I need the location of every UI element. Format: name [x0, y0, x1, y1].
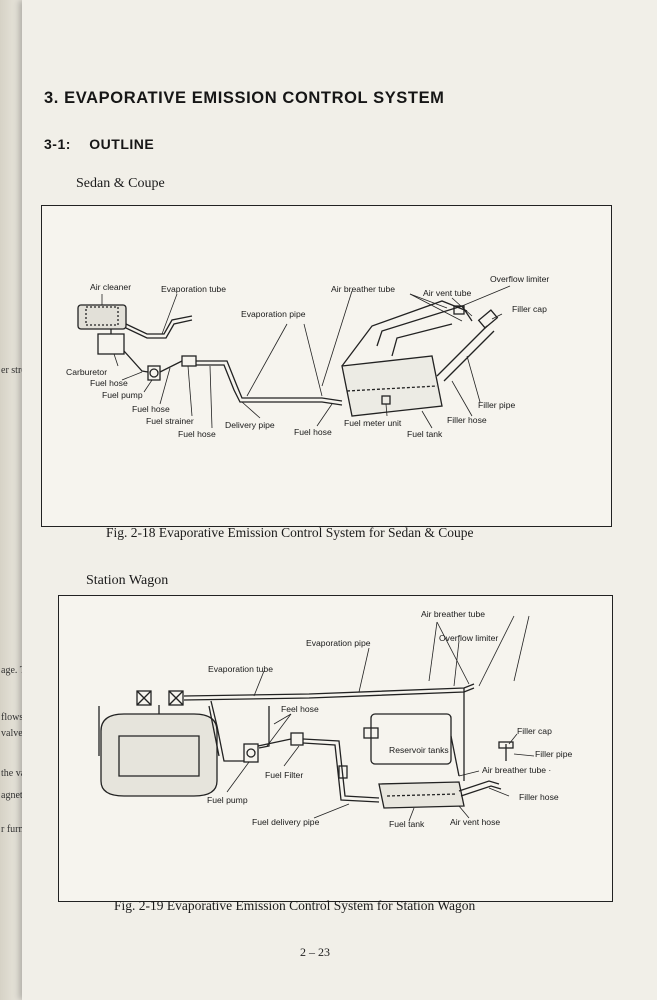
fig2-diagram: Air breather tube Evaporation pipe Overf… [58, 595, 613, 902]
label-air-vent-hose: Air vent hose [450, 817, 500, 827]
label-feel-hose: Feel hose [281, 704, 319, 714]
fig1-heading: Sedan & Coupe [76, 176, 165, 191]
previous-page-edge: er stro age. Th flows t valve b the valv… [0, 0, 22, 1000]
label-filler-pipe: Filler pipe [478, 400, 515, 410]
label-air-breather-tube: Air breather tube [331, 284, 395, 294]
margin-fragment: age. Th [1, 665, 22, 676]
label-fuel-hose: Fuel hose [90, 378, 128, 388]
margin-fragment: er stro [1, 365, 22, 376]
label-reservoir-tanks: Reservoir tanks [389, 745, 449, 755]
label-fuel-meter-unit: Fuel meter unit [344, 418, 402, 428]
label-evaporation-tube: Evaporation tube [161, 284, 226, 294]
label-air-breather-tube-2: Air breather tube · [482, 765, 551, 775]
label-filler-cap: Filler cap [517, 726, 552, 736]
margin-fragment: valve b [1, 728, 22, 739]
margin-fragment: r furnis [1, 824, 22, 835]
subsection-title: 3-1: OUTLINE [44, 136, 154, 152]
fig1-diagram: Air cleaner Evaporation tube Air breathe… [41, 205, 612, 527]
label-fuel-strainer: Fuel strainer [146, 416, 194, 426]
section-title-text: EVAPORATIVE EMISSION CONTROL SYSTEM [64, 89, 445, 107]
margin-fragment: the valv [1, 768, 22, 779]
label-filler-cap: Filler cap [512, 304, 547, 314]
label-fuel-tank: Fuel tank [389, 819, 425, 829]
fig2-caption: Fig. 2-19 Evaporative Emission Control S… [114, 898, 476, 913]
label-air-vent-tube: Air vent tube [423, 288, 471, 298]
label-filler-pipe: Filler pipe [535, 749, 572, 759]
label-overflow-limiter: Overflow limiter [490, 274, 549, 284]
label-fuel-tank: Fuel tank [407, 429, 443, 439]
label-evaporation-tube: Evaporation tube [208, 664, 273, 674]
label-filler-hose: Filler hose [519, 792, 559, 802]
label-filler-hose: Filler hose [447, 415, 487, 425]
section-number: 3. [44, 89, 59, 107]
subsection-number: 3-1: [44, 136, 71, 152]
section-title: 3. EVAPORATIVE EMISSION CONTROL SYSTEM [44, 89, 445, 108]
subsection-title-text: OUTLINE [89, 136, 155, 152]
label-fuel-filter: Fuel Filter [265, 770, 303, 780]
margin-fragment: flows t [1, 712, 22, 723]
label-delivery-pipe: Delivery pipe [225, 420, 275, 430]
label-overflow-limiter: Overflow limiter [439, 633, 498, 643]
label-fuel-hose: Fuel hose [178, 429, 216, 439]
label-evaporation-pipe: Evaporation pipe [306, 638, 371, 648]
label-fuel-hose: Fuel hose [132, 404, 170, 414]
label-air-breather-tube: Air breather tube [421, 609, 485, 619]
label-fuel-hose: Fuel hose [294, 427, 332, 437]
fig1-caption: Fig. 2-18 Evaporative Emission Control S… [106, 525, 474, 540]
label-carburetor: Carburetor [66, 367, 107, 377]
margin-fragment: agneti [1, 790, 22, 801]
label-fuel-delivery-pipe: Fuel delivery pipe [252, 817, 320, 827]
label-evaporation-pipe: Evaporation pipe [241, 309, 306, 319]
label-air-cleaner: Air cleaner [90, 282, 131, 292]
page-number: 2 – 23 [300, 945, 330, 959]
fig2-heading: Station Wagon [86, 573, 169, 588]
fig1-drawing: Air cleaner Evaporation tube Air breathe… [66, 274, 549, 439]
fig2-drawing: Air breather tube Evaporation pipe Overf… [98, 609, 572, 829]
label-fuel-pump: Fuel pump [102, 390, 143, 400]
label-fuel-pump: Fuel pump [207, 795, 248, 805]
